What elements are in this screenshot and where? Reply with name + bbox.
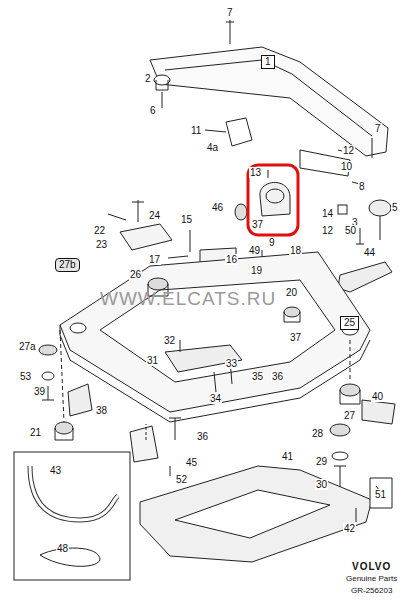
callout-number: 12 [321,225,334,236]
callout-number: 26 [129,269,142,280]
callout-number: 33 [225,358,238,369]
brand-text: Genuine Parts [345,574,398,583]
callout-number: 42 [343,523,356,534]
callout-number: 19 [250,265,263,276]
brand-text: VOLVO [351,561,392,572]
callout-box: 1 [261,55,275,69]
callout-number: 4a [206,142,219,153]
callout-number: 32 [163,335,176,346]
callout-number: 44 [363,247,376,258]
callout-number: 46 [211,202,224,213]
brand-text: GR-256203 [350,586,393,595]
callout-number: 12 [342,145,355,156]
callout-number: 14 [321,208,334,219]
callout-number: 24 [148,210,161,221]
callout-number: 52 [175,474,188,485]
callout-number: 27 [343,410,356,421]
callout-number: 43 [49,465,62,476]
callout-number: 22 [93,225,106,236]
callout-number: 2 [144,73,152,84]
callout-number: 37 [251,219,264,230]
callout-number: 11 [190,125,202,136]
callout-number: 27b [59,259,76,270]
callout-number: 28 [311,428,324,439]
callout-number: 21 [29,427,42,438]
callout-number: 25 [344,317,355,328]
callout-number: 7 [374,123,382,134]
callout-number: 30 [315,479,328,490]
watermark: WWW.ELCATS.RU [99,288,277,309]
callout-number: 48 [56,543,69,554]
callout-number: 35 [251,371,264,382]
callout-number: 37 [289,332,302,343]
callout-number: 38 [95,405,108,416]
callout-number: 49 [248,245,261,256]
callout-number: 39 [33,386,46,397]
callout-number: 45 [185,457,198,468]
callout-number: 53 [19,371,32,382]
callout-number: 40 [371,391,384,402]
callout-number: 8 [358,181,366,192]
callout-number: 5 [391,202,399,213]
callout-number: 13 [249,167,262,178]
callout-number: 50 [344,225,357,236]
callout-number: 41 [281,451,294,462]
callout-number: 27a [18,341,37,352]
callout-number: 31 [146,355,159,366]
callout-number: 9 [268,237,276,248]
callout-number: 36 [196,431,209,442]
callout-number: 17 [148,254,161,265]
callout-number: 23 [95,239,108,250]
callout-number: 51 [374,489,387,500]
callout-box: 27b [55,258,80,272]
callout-number: 16 [225,254,238,265]
callout-number: 10 [340,161,353,172]
callout-number: 36 [271,371,284,382]
callout-number: 15 [180,214,193,225]
callout-number: 1 [265,56,271,67]
callout-number: 7 [226,7,234,18]
callout-number: 18 [289,245,302,256]
callout-number: 29 [315,456,328,467]
callout-number: 34 [209,393,222,404]
callout-box: 25 [340,316,359,330]
callout-number: 20 [285,287,298,298]
callout-number: 6 [149,105,157,116]
